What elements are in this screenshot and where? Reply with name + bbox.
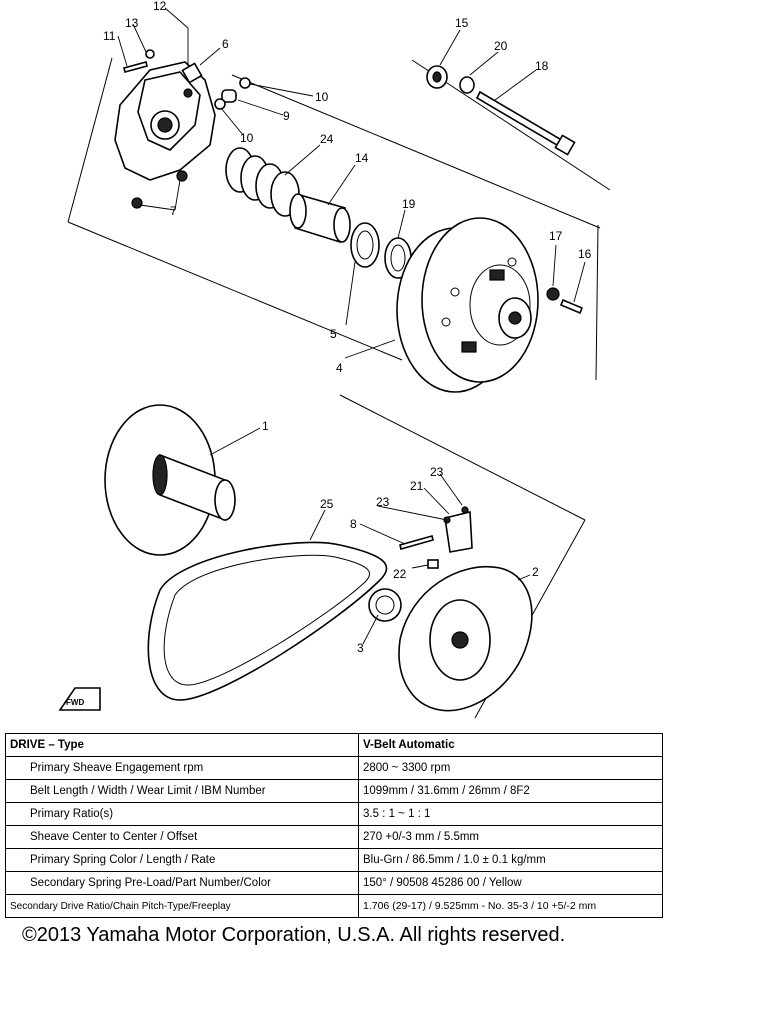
table-row: Belt Length / Width / Wear Limit / IBM N…	[5, 779, 663, 803]
table-row: Secondary Spring Pre-Load/Part Number/Co…	[5, 871, 663, 895]
callout-2: 2	[532, 565, 539, 579]
forward-arrow-icon: FWD	[58, 687, 101, 711]
primary-sheave-assembly	[114, 49, 251, 209]
callout-19: 19	[402, 197, 416, 211]
callout-17: 17	[549, 229, 563, 243]
spec-value: 270 +0/-3 mm / 5.5mm	[358, 825, 663, 849]
nut-and-bolt-16-17	[546, 287, 584, 315]
spec-value: 3.5 : 1 ~ 1 : 1	[358, 802, 663, 826]
spec-label: Sheave Center to Center / Offset	[5, 825, 359, 849]
callout-23a: 23	[430, 465, 444, 479]
table-row: Primary Ratio(s) 3.5 : 1 ~ 1 : 1	[5, 802, 663, 826]
table-row: Secondary Drive Ratio/Chain Pitch-Type/F…	[5, 894, 663, 918]
spec-value: 150° / 90508 45286 00 / Yellow	[358, 871, 663, 895]
copyright-notice: ©2013 Yamaha Motor Corporation, U.S.A. A…	[22, 924, 566, 946]
callout-23b: 23	[376, 495, 390, 509]
spec-value: V-Belt Automatic	[358, 733, 663, 757]
callout-22: 22	[393, 567, 407, 581]
exploded-parts-diagram: FWD 12 13 11 6 10 9	[58, 0, 611, 719]
primary-spring	[225, 147, 300, 217]
callout-15: 15	[455, 16, 469, 30]
spec-label: Secondary Drive Ratio/Chain Pitch-Type/F…	[5, 894, 359, 918]
collar-and-bushings	[289, 193, 412, 279]
spec-label: Primary Spring Color / Length / Rate	[5, 848, 359, 872]
callout-10b: 10	[240, 131, 254, 145]
spec-value: 1.706 (29-17) / 9.525mm - No. 35-3 / 10 …	[358, 894, 663, 918]
svg-text:FWD: FWD	[66, 698, 84, 707]
drive-spec-table: DRIVE – Type V-Belt Automatic Primary Sh…	[5, 733, 663, 918]
callout-8b: 8	[350, 517, 357, 531]
spec-label: Primary Sheave Engagement rpm	[5, 756, 359, 780]
callout-3: 3	[357, 641, 364, 655]
callout-5: 5	[330, 327, 337, 341]
spec-value: 2800 ~ 3300 rpm	[358, 756, 663, 780]
callout-7: 7	[170, 204, 177, 218]
v-belt	[147, 541, 388, 701]
callout-10a: 10	[315, 90, 329, 104]
callout-16: 16	[578, 247, 592, 261]
callout-numbers: 12 13 11 6 10 9 10 24 14 7 19 5 4 15 20 …	[103, 0, 592, 655]
callout-21: 21	[410, 479, 424, 493]
secondary-movable-sheave	[368, 506, 533, 712]
spec-value: 1099mm / 31.6mm / 26mm / 8F2	[358, 779, 663, 803]
table-row: Sheave Center to Center / Offset 270 +0/…	[5, 825, 663, 849]
spec-label: DRIVE – Type	[5, 733, 359, 757]
callout-12: 12	[153, 0, 167, 13]
spec-label: Primary Ratio(s)	[5, 802, 359, 826]
callout-24: 24	[320, 132, 334, 146]
callout-9: 9	[283, 109, 290, 123]
table-row: Primary Sheave Engagement rpm 2800 ~ 330…	[5, 756, 663, 780]
callout-4: 4	[336, 361, 343, 375]
spec-label: Belt Length / Width / Wear Limit / IBM N…	[5, 779, 359, 803]
callout-14: 14	[355, 151, 369, 165]
callout-25: 25	[320, 497, 334, 511]
spec-label: Secondary Spring Pre-Load/Part Number/Co…	[5, 871, 359, 895]
callout-20: 20	[494, 39, 508, 53]
table-header-row: DRIVE – Type V-Belt Automatic	[5, 733, 663, 757]
callout-leaders	[117, 7, 586, 645]
spec-value: Blu-Grn / 86.5mm / 1.0 ± 0.1 kg/mm	[358, 848, 663, 872]
callout-13: 13	[125, 16, 139, 30]
table-row: Primary Spring Color / Length / Rate Blu…	[5, 848, 663, 872]
secondary-fixed-sheave	[104, 404, 236, 556]
callout-11: 11	[103, 29, 116, 43]
callout-1: 1	[262, 419, 269, 433]
callout-18: 18	[535, 59, 549, 73]
primary-movable-sheave	[396, 217, 539, 393]
bolt-and-washers	[426, 65, 576, 156]
callout-6: 6	[222, 37, 229, 51]
